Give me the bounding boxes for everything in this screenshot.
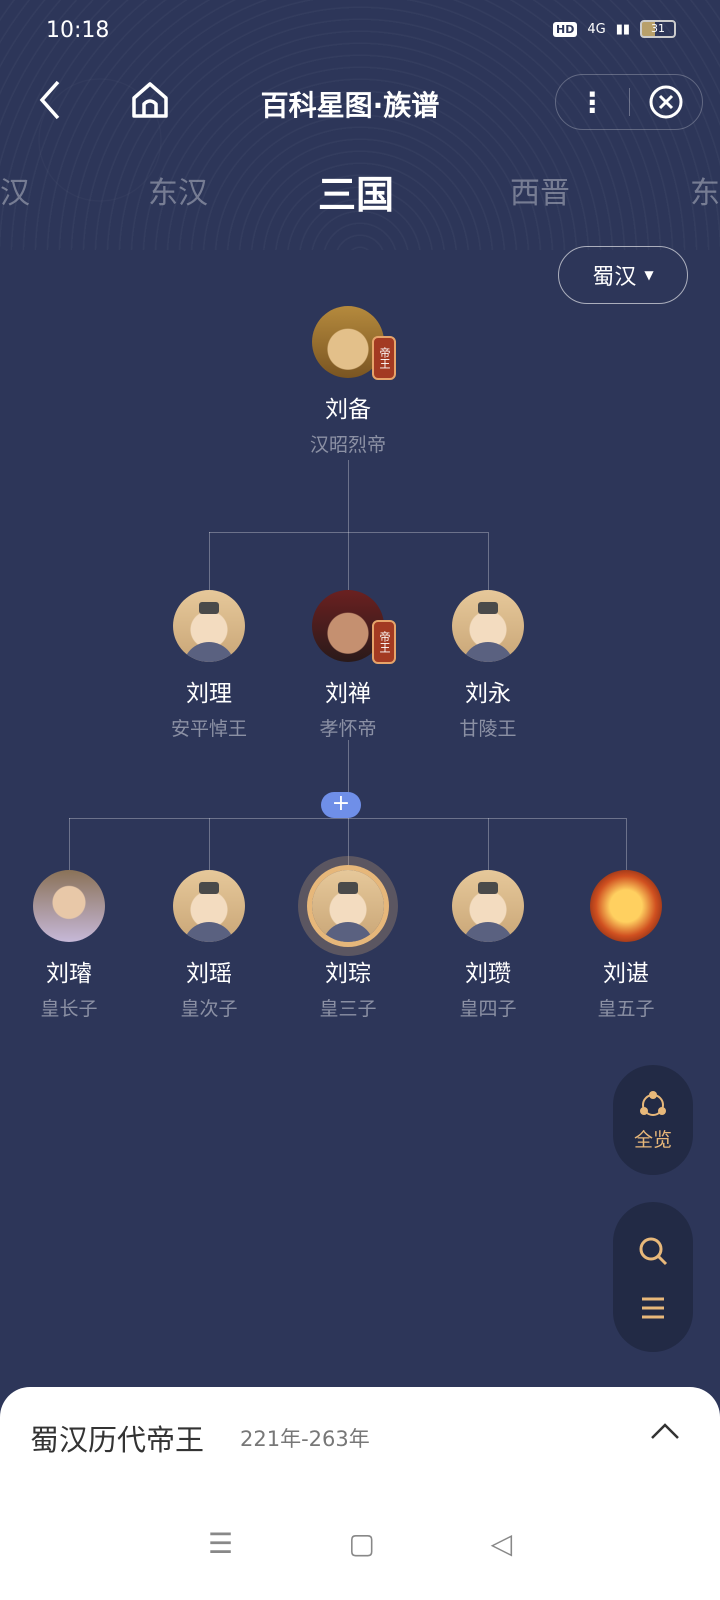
tab-era-sanguo[interactable]: 三国 (318, 173, 395, 217)
header-pattern (0, 0, 720, 250)
person-node-selected[interactable]: 刘琮 皇三子 (283, 870, 413, 1021)
home-icon[interactable] (130, 80, 170, 124)
system-nav-bar: ☰ ▢ ◁ (0, 1527, 720, 1560)
person-node[interactable]: 刘谌 皇五子 (561, 870, 691, 1021)
tool-panel (613, 1202, 693, 1352)
person-title: 孝怀帝 (319, 718, 377, 740)
overview-icon (640, 1090, 666, 1116)
filter-label: 蜀汉 (592, 265, 637, 290)
person-node[interactable]: 刘瑶 皇次子 (144, 870, 274, 1021)
person-title: 皇三子 (319, 998, 377, 1020)
status-icons: HD 4G ▮▮ 31 (552, 20, 676, 38)
signal-icon: ▮▮ (615, 21, 630, 37)
person-name: 刘璿 (46, 961, 92, 987)
avatar-placeholder (452, 590, 524, 662)
connector (348, 460, 349, 532)
connector (69, 818, 626, 819)
status-time: 10:18 (46, 18, 110, 43)
overview-label: 全览 (633, 1128, 672, 1151)
hd-badge: HD (552, 21, 578, 37)
emperor-badge: 帝王 (372, 620, 396, 664)
battery-icon: 31 (640, 20, 676, 38)
chevron-up-icon[interactable] (650, 1421, 680, 1441)
avatar-placeholder (173, 870, 245, 942)
connector (209, 532, 210, 590)
person-name: 刘瓒 (465, 961, 511, 987)
person-title: 皇五子 (597, 998, 655, 1020)
back-icon[interactable] (36, 78, 64, 132)
person-title: 皇四子 (459, 998, 517, 1020)
sheet-title: 蜀汉历代帝王 (30, 1423, 205, 1457)
back-nav-icon[interactable]: ◁ (490, 1527, 513, 1560)
person-name: 刘瑶 (186, 961, 232, 987)
sheet-years: 221年-263年 (240, 1427, 370, 1451)
close-icon[interactable] (630, 84, 703, 120)
tab-era-han[interactable]: 汉 (0, 176, 30, 211)
person-title: 安平悼王 (170, 718, 247, 740)
dropdown-arrow-icon: ▼ (644, 268, 654, 282)
person-name: 刘禅 (325, 681, 371, 707)
connector (626, 818, 627, 870)
avatar-placeholder (173, 590, 245, 662)
person-name: 刘理 (186, 681, 232, 707)
person-name: 刘琮 (325, 961, 371, 987)
person-title: 汉昭烈帝 (309, 434, 386, 456)
capsule-divider (628, 88, 630, 116)
person-title: 皇长子 (40, 998, 98, 1020)
person-node[interactable]: 刘璿 皇长子 (4, 870, 134, 1021)
connector (488, 532, 489, 590)
connector (209, 532, 488, 533)
person-node-liubei[interactable]: 帝王 刘备 汉昭烈帝 (283, 306, 413, 457)
tab-era-donghan[interactable]: 东汉 (148, 176, 208, 211)
person-node[interactable]: 刘永 甘陵王 (423, 590, 553, 741)
person-name: 刘备 (325, 397, 371, 423)
emperor-badge: 帝王 (372, 336, 396, 380)
tab-era-xijin[interactable]: 西晋 (510, 176, 570, 211)
person-node[interactable]: 帝王 刘禅 孝怀帝 (283, 590, 413, 741)
expand-button[interactable]: + (321, 792, 361, 818)
person-node[interactable]: 刘瓒 皇四子 (423, 870, 553, 1021)
avatar (33, 870, 105, 942)
search-icon[interactable] (637, 1235, 669, 1267)
person-title: 皇次子 (180, 998, 238, 1020)
tab-era-dongjin[interactable]: 东 (690, 176, 720, 211)
bottom-sheet: 蜀汉历代帝王 221年-263年 ☰ ▢ ◁ (0, 1387, 720, 1600)
connector (69, 818, 70, 870)
avatar-placeholder (452, 870, 524, 942)
connector (488, 818, 489, 870)
more-icon[interactable]: ⋮ (578, 85, 607, 119)
mini-program-capsule: ⋮ (555, 74, 703, 130)
kingdom-filter-dropdown[interactable]: 蜀汉 ▼ (558, 246, 688, 304)
connector (209, 818, 210, 870)
network-label: 4G (587, 21, 606, 37)
person-title: 甘陵王 (459, 718, 517, 740)
avatar-placeholder (312, 870, 384, 942)
person-node[interactable]: 刘理 安平悼王 (144, 590, 274, 741)
overview-button[interactable]: 全览 (613, 1065, 693, 1175)
page-title: 百科星图·族谱 (260, 89, 440, 122)
connector (348, 740, 349, 800)
menu-icon[interactable] (640, 1296, 666, 1320)
home-nav-icon[interactable]: ▢ (348, 1527, 376, 1560)
connector (348, 818, 349, 870)
avatar (590, 870, 662, 942)
person-name: 刘谌 (603, 961, 649, 987)
recent-apps-icon[interactable]: ☰ (207, 1527, 233, 1560)
person-name: 刘永 (465, 681, 511, 707)
connector (348, 532, 349, 590)
